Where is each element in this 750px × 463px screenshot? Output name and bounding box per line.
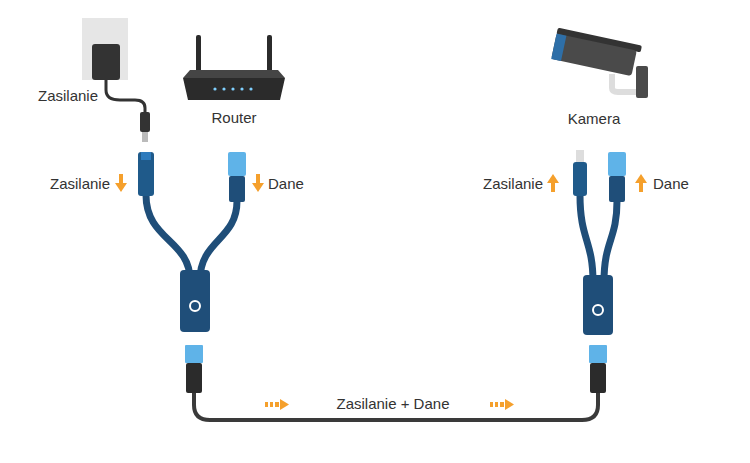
rj45-socket (228, 152, 246, 176)
arrow-shaft (639, 183, 643, 192)
arrow-shaft (551, 183, 555, 192)
wall-socket (82, 18, 128, 80)
device-label: Kamera (568, 110, 621, 128)
rj45-plug-body (590, 363, 606, 393)
led (231, 87, 234, 90)
arrow-head (252, 183, 264, 192)
arrow-dash (270, 402, 273, 407)
arrow-head (505, 399, 514, 410)
arrow-shaft (256, 174, 260, 183)
cable (200, 201, 237, 280)
flow-label: Dane (268, 175, 304, 193)
led (213, 87, 216, 90)
antenna (267, 35, 272, 75)
cable (604, 201, 617, 282)
dc-jack (138, 152, 154, 196)
camera-arm (612, 74, 636, 92)
dc-plug (140, 112, 150, 132)
rj45-plug-head (589, 345, 607, 363)
dc-jack-mouth (141, 152, 151, 160)
camera-mount (636, 66, 648, 98)
dc-plug-tip (576, 150, 584, 163)
router-top (183, 70, 285, 78)
led (222, 87, 225, 90)
router-icon (183, 35, 285, 100)
brand-logo (593, 305, 603, 315)
arrow-head (547, 174, 559, 183)
rj45-plug-head (185, 345, 203, 363)
arrow-dash (495, 402, 498, 407)
arrow-head (280, 399, 289, 410)
power-adapter (82, 18, 150, 142)
arrow-dash (275, 402, 279, 407)
arrow-dash (500, 402, 504, 407)
arrow-shaft (119, 174, 123, 183)
router-body (183, 78, 285, 100)
arrow-head (115, 183, 127, 192)
flow-label: Zasilanie (483, 175, 543, 193)
camera-body (551, 34, 637, 76)
device-label: Zasilanie (38, 87, 98, 105)
led (249, 87, 252, 90)
cable (580, 195, 593, 282)
cable (146, 195, 190, 280)
dc-plug (573, 162, 587, 196)
rj45-body (609, 176, 625, 202)
splitter-boot (583, 275, 613, 335)
cable-label: Zasilanie + Dane (337, 395, 450, 413)
flow-label: Zasilanie (50, 175, 110, 193)
led (240, 87, 243, 90)
rj45-plug-head (608, 152, 626, 176)
ethernet-cable (194, 393, 598, 420)
poe-injector (138, 152, 246, 393)
arrow-dash (265, 402, 268, 407)
dc-plug-tip (142, 132, 148, 142)
arrow-head (635, 174, 647, 183)
adapter-body (92, 44, 120, 80)
antenna (196, 35, 201, 75)
arrow-dash (490, 402, 493, 407)
splitter-boot (180, 270, 210, 332)
flow-label: Dane (653, 175, 689, 193)
device-label: Router (211, 109, 256, 127)
rj45-body (229, 176, 245, 202)
flow-arrows (115, 174, 647, 410)
brand-logo (190, 301, 200, 311)
adapter-cord (106, 80, 145, 112)
camera-lens (551, 34, 566, 62)
poe-splitter (573, 150, 626, 393)
camera-icon (551, 28, 648, 98)
rj45-plug-body (186, 363, 202, 393)
